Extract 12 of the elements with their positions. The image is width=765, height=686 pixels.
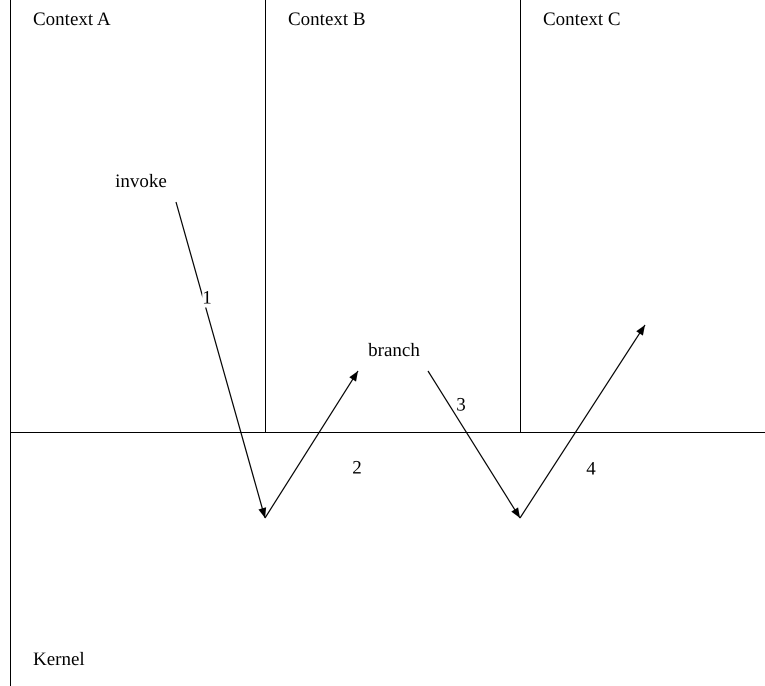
arrow (264, 370, 358, 518)
arrow (520, 324, 646, 518)
node-text: invoke (114, 170, 168, 194)
node-text: branch (367, 339, 421, 363)
region-title: Kernel (33, 648, 85, 672)
arrow (428, 370, 520, 518)
region-title: Context A (33, 8, 111, 32)
region-title: Context C (543, 8, 621, 32)
context-region (520, 0, 765, 433)
arrow (175, 202, 266, 518)
edge-label: 1 (202, 288, 212, 308)
region-title: Context B (288, 8, 366, 32)
